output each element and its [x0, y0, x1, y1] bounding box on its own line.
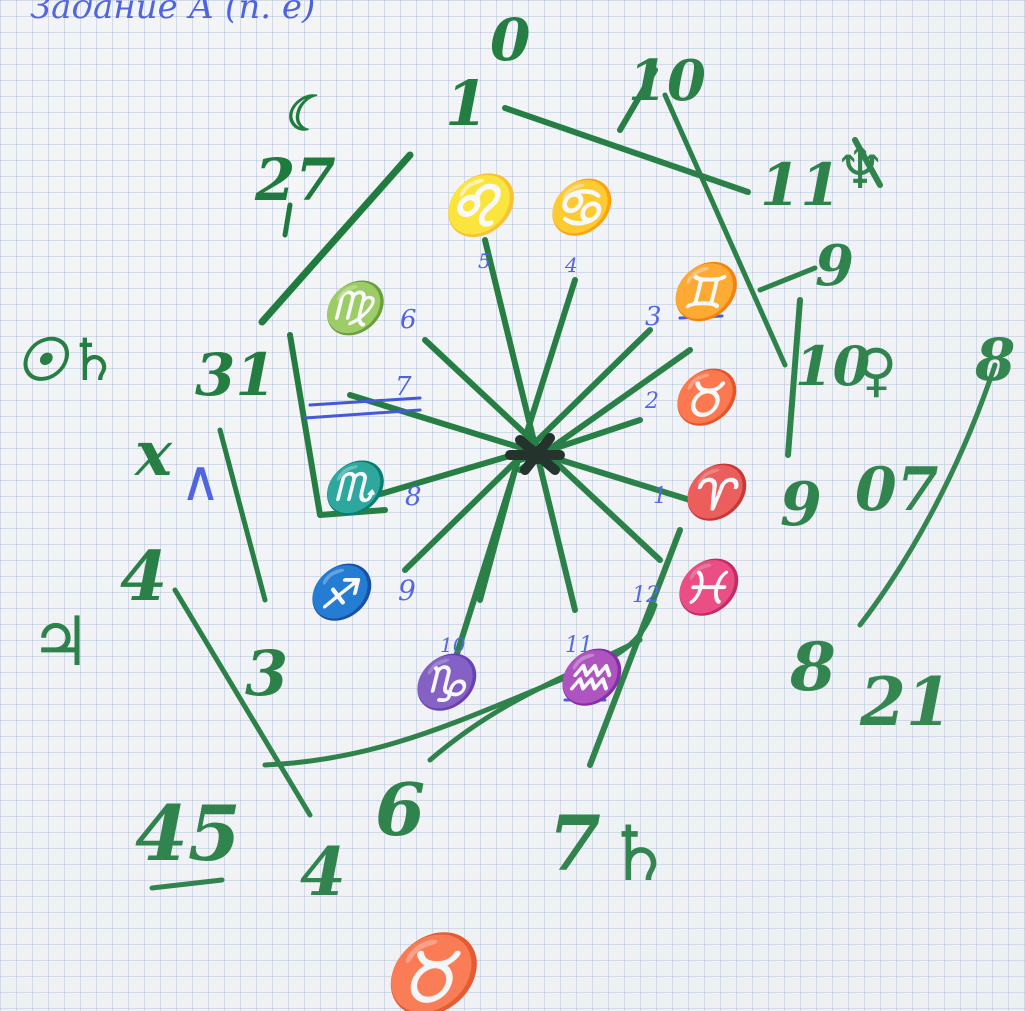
x-mark-glyph: x [133, 417, 173, 490]
venus-glyph: ♀ [855, 336, 897, 404]
sign-scorpio-num: 8 [405, 482, 422, 512]
header-scrawl: Задание А (п. е) [30, 0, 315, 27]
sign-libra-num: 7 [395, 372, 412, 402]
num-07: 07 [855, 455, 939, 525]
sign-gemini-num: 3 [645, 302, 662, 332]
sign-pisces: ♓ [672, 557, 746, 618]
saturn-glyph: ♄ [605, 809, 673, 898]
sun-saturn-glyph: ☉♄ [15, 326, 119, 394]
num-6: 6 [375, 767, 425, 852]
num-1: 1 [445, 67, 488, 140]
sign-taurus: ♉ [670, 367, 744, 428]
stroke-9-tick [760, 268, 815, 290]
sign-leo: ♌ [440, 171, 523, 239]
sign-capricorn: ♑ [410, 652, 484, 713]
num-0-top: 0 [490, 6, 530, 74]
sign-pisces-num: 12 [632, 583, 660, 608]
num-45: 45 [135, 789, 241, 878]
sign-cancer: ♋ [545, 177, 619, 238]
sign-sagittarius-num: 9 [398, 574, 416, 607]
stroke-4-diagonal [175, 590, 310, 815]
num-11: 11 [760, 151, 841, 219]
sign-virgo: ♍ [320, 279, 391, 337]
blue-caret: ∧ [180, 449, 221, 514]
num-10-top: 10 [628, 48, 706, 114]
num-3: 3 [245, 637, 288, 710]
stroke-left-diagonal [220, 430, 265, 600]
center-dot [529, 446, 547, 464]
sign-aquarius-num: 11 [565, 633, 593, 658]
num-8-lower: 8 [789, 628, 836, 706]
sign-aries: ♈ [680, 462, 754, 523]
num-4-bottom: 4 [300, 833, 346, 911]
sign-sagittarius: ♐ [305, 562, 379, 623]
num-4-left: 4 [120, 537, 167, 617]
underline-45 [152, 880, 222, 888]
sign-leo-num: 5 [478, 249, 491, 273]
jupiter-glyph: ♃ [30, 602, 91, 682]
num-27: 27 [254, 146, 336, 214]
taurus-bottom-glyph: ♉ [380, 929, 488, 1011]
sign-taurus-num: 2 [644, 389, 659, 414]
stroke-10-down [665, 95, 785, 365]
sign-virgo-num: 6 [400, 305, 417, 335]
moon-glyph: ☾ [282, 86, 325, 142]
num-31: 31 [195, 341, 276, 409]
num-7: 7 [548, 799, 601, 888]
sign-cancer-num: 4 [564, 253, 578, 277]
num-9-right: 9 [815, 233, 854, 299]
neptune-glyph: ♆ [835, 136, 885, 202]
num-21: 21 [859, 663, 952, 741]
sign-capricorn-num: 10 [440, 633, 466, 657]
sign-gemini: ♊ [668, 260, 745, 323]
sign-scorpio: ♏ [320, 459, 391, 517]
num-9-lower: 9 [780, 470, 822, 540]
num-8-far-right: 8 [974, 326, 1015, 394]
sign-aries-num: 1 [653, 484, 667, 509]
